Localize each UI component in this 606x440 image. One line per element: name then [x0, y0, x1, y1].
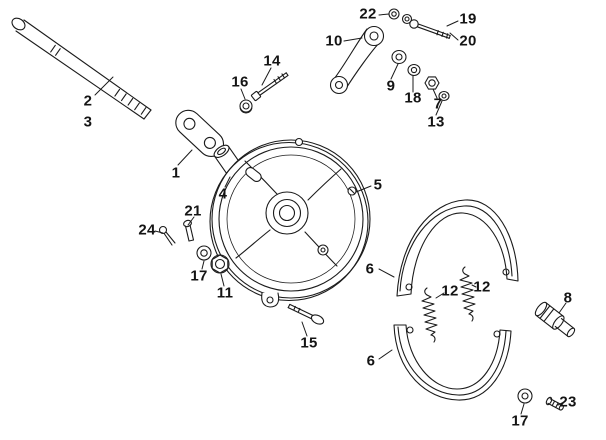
axle-nut-drawing [210, 254, 230, 274]
washer-right-drawing [517, 388, 533, 404]
callout-1: 1 [171, 164, 181, 182]
callout-7: 7 [433, 95, 443, 113]
pivot-pin-drawing [183, 219, 195, 242]
callout-20: 20 [459, 32, 477, 50]
callout-17: 17 [190, 267, 208, 285]
callout-11: 11 [216, 284, 234, 302]
washer-left-drawing [196, 245, 212, 261]
joint-pin-drawing [287, 303, 325, 325]
brake-arm-drawing [329, 25, 385, 95]
anchor-bolt-drawing [534, 301, 576, 338]
callout-19: 19 [459, 10, 477, 28]
callout-15: 15 [300, 334, 318, 352]
callout-24: 24 [138, 221, 156, 239]
callout-5: 5 [373, 176, 383, 194]
callout-16: 16 [231, 73, 249, 91]
callout-22: 22 [359, 5, 377, 23]
callout-23: 23 [559, 393, 577, 411]
small-bolt-drawing [409, 19, 451, 39]
cotter-pin-drawing [158, 225, 176, 246]
brake-shoe-upper-drawing [396, 199, 519, 297]
hex-bolt-drawing [250, 72, 289, 102]
flange-nut-drawing [239, 99, 253, 114]
axle-bolt-drawing [11, 17, 152, 120]
callout-14: 14 [263, 52, 281, 70]
brake-shoe-lower-drawing [393, 324, 512, 401]
callout-12: 12 [473, 278, 491, 296]
callout-8: 8 [563, 289, 573, 307]
callout-9: 9 [386, 77, 396, 95]
shoe-spring-right-drawing [459, 266, 476, 322]
brake-panel-drawing [209, 137, 371, 308]
callout-3: 3 [83, 113, 93, 131]
shoe-spring-left-drawing [421, 287, 438, 343]
callout-2: 2 [83, 92, 93, 110]
callout-6: 6 [365, 260, 375, 278]
callout-21: 21 [184, 202, 202, 220]
callout-10: 10 [325, 32, 343, 50]
washer-stack-drawing [391, 49, 450, 102]
callout-18: 18 [404, 89, 422, 107]
callout-6: 6 [366, 352, 376, 370]
leader-lines [94, 13, 567, 415]
callout-17: 17 [511, 412, 529, 430]
callout-13: 13 [427, 113, 445, 131]
nut-washer-pair-drawing [388, 8, 413, 25]
callout-12: 12 [441, 282, 459, 300]
callout-4: 4 [218, 185, 228, 203]
small-screw-drawing [545, 396, 564, 411]
